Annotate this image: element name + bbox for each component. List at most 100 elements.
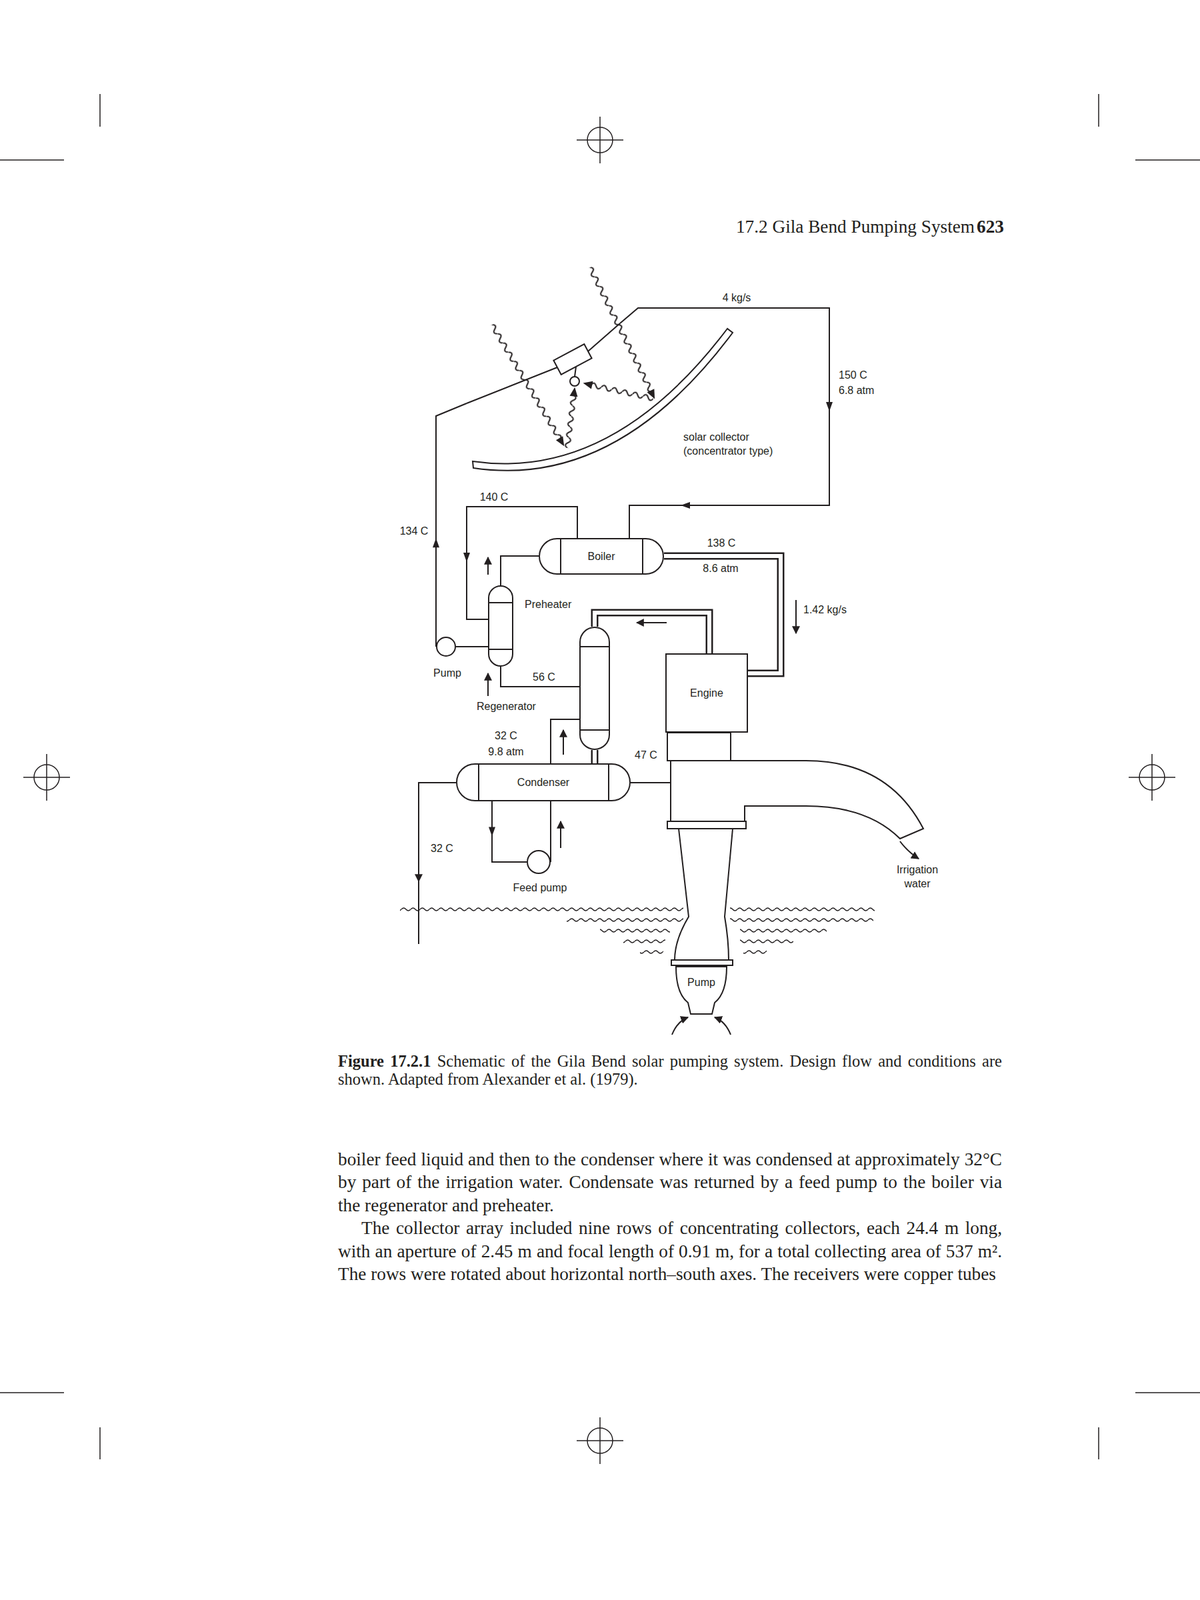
node-label: Pump [687,976,716,989]
pipe-line [550,719,580,764]
pressure-label: 9.8 atm [488,746,524,758]
pipe-line [500,666,580,687]
crop-marks [0,94,1200,160]
water-surface [600,928,670,934]
pipe-line [463,506,578,620]
pump-column [667,732,924,966]
regenerator-vessel: Regenerator [579,626,610,750]
sun-rays [563,386,579,449]
flow-arrows [560,821,562,848]
node-label: Regenerator [476,700,536,713]
node-label: Preheater [524,598,572,611]
engine-box: Engine [665,653,748,733]
sun-rays [488,322,568,448]
water-surface [640,949,664,955]
vessel-seam [489,648,512,650]
vessel-seam [478,764,480,800]
crop-marks [576,116,624,164]
vessel-seam [560,539,562,574]
pump-column [667,821,746,829]
boiler-vessel: Boiler [538,538,664,575]
water-surface [400,906,875,955]
pipe-line [550,801,552,862]
double-pipe [594,612,710,654]
flow-arrows [714,1017,731,1035]
pipe-line [620,308,833,538]
pump-symbol: Pump [436,636,456,657]
sun-rays [488,265,659,448]
temperature-label: 140 C [480,491,509,504]
water-surface [623,938,666,944]
flow-arrows [672,1017,688,1035]
pipe-bore [594,612,710,654]
water-surface [740,928,827,934]
page-number: 623 [976,216,1004,238]
pump-column [671,960,733,966]
vessel-seam [580,646,609,648]
flow-rate-label: 4 kg/s [722,292,752,304]
outlet-label: Irrigation water [887,862,948,891]
receiver [553,344,592,375]
temperature-label: 32 C [430,842,454,855]
arrow-head [680,502,690,509]
body-text: boiler feed liquid and then to the conde… [338,1148,1002,1286]
crop-marks [23,754,70,801]
pipe-wall [594,612,710,654]
preheater-vessel: Preheater [488,585,514,667]
temperature-label: 32 C [494,730,518,742]
flow-arrows [562,730,564,755]
caption-number: Figure 17.2.1 [338,1052,431,1070]
pressure-label: 6.8 atm [838,384,874,397]
pump-column [674,828,733,960]
pipe-line [456,646,488,648]
vessel-seam [489,602,512,604]
water-surface [566,917,684,923]
pipe-line [432,403,467,647]
double-pipe [594,750,596,764]
running-head: 17.2 Gila Bend Pumping System [736,216,975,238]
pump-column [667,732,731,761]
pipe-line [500,666,580,687]
vessel-seam [580,729,609,731]
arrow-head [432,538,440,548]
pressure-label: 8.6 atm [702,562,738,575]
pipe-bore [592,750,597,764]
water-surface [730,906,875,912]
vessel-seam [642,539,644,574]
pipe-line [550,801,552,862]
flow-arrows [487,557,489,575]
sun-rays [590,380,654,402]
cooling-water-pipes [418,782,456,944]
sun-rays [586,265,656,394]
flow-rate-label: 1.42 kg/s [803,604,847,616]
pipe-wall [591,750,599,764]
temperature-label: 56 C [532,671,556,684]
sun-rays [563,394,578,449]
node-label: Engine [690,687,724,700]
solar-collector: solar collector (concentrator type) [466,323,800,474]
pipe-line [456,646,488,648]
pipe-line [466,506,578,620]
pipe-line [620,308,830,538]
water-surface [400,906,684,912]
water-pump: Pump [674,965,728,1016]
sun-rays [586,265,659,401]
node-label: Boiler [588,550,616,563]
pipe-line [500,556,539,586]
cooling-water-pipes [630,782,671,784]
node-label: Feed pump [513,882,568,894]
pipe-line [436,403,467,647]
flow-arrows [795,600,797,634]
node-label: Condenser [517,776,570,789]
temperature-label: 134 C [400,525,429,538]
temperature-label: 150 C [838,369,868,382]
receiver [466,323,620,404]
arrow-head [826,402,833,412]
figure-caption: Figure 17.2.1 Schematic of the Gila Bend… [338,1052,1002,1088]
crop-marks [1128,754,1176,801]
crop-marks [576,1417,624,1464]
sun-rays [488,322,564,442]
receiver [570,376,580,386]
flow-arrows [900,841,919,859]
